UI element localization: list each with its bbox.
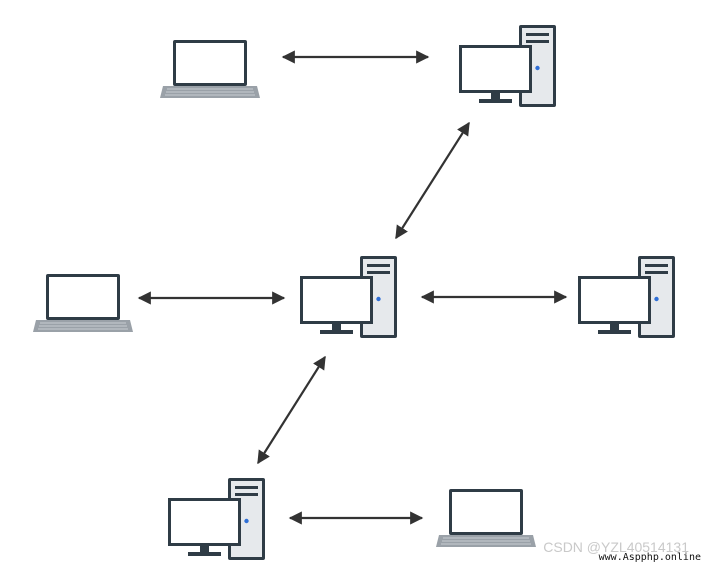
laptop-icon [160,40,260,98]
arrow-pc-center-to-pc-bottom-left [257,355,326,465]
csdn-watermark: CSDN @YZL40514131 [543,539,689,555]
laptop-icon [436,489,536,547]
desktop-pc-icon [300,256,397,338]
desktop-pc-icon [459,25,556,107]
connections [137,50,568,525]
desktop-pc-icon [578,256,675,338]
laptop-icon [33,274,133,332]
site-watermark: www.Aspphp.online [598,552,701,563]
desktop-pc-icon [168,478,265,560]
arrow-pc-top-right-to-pc-center [395,121,470,240]
